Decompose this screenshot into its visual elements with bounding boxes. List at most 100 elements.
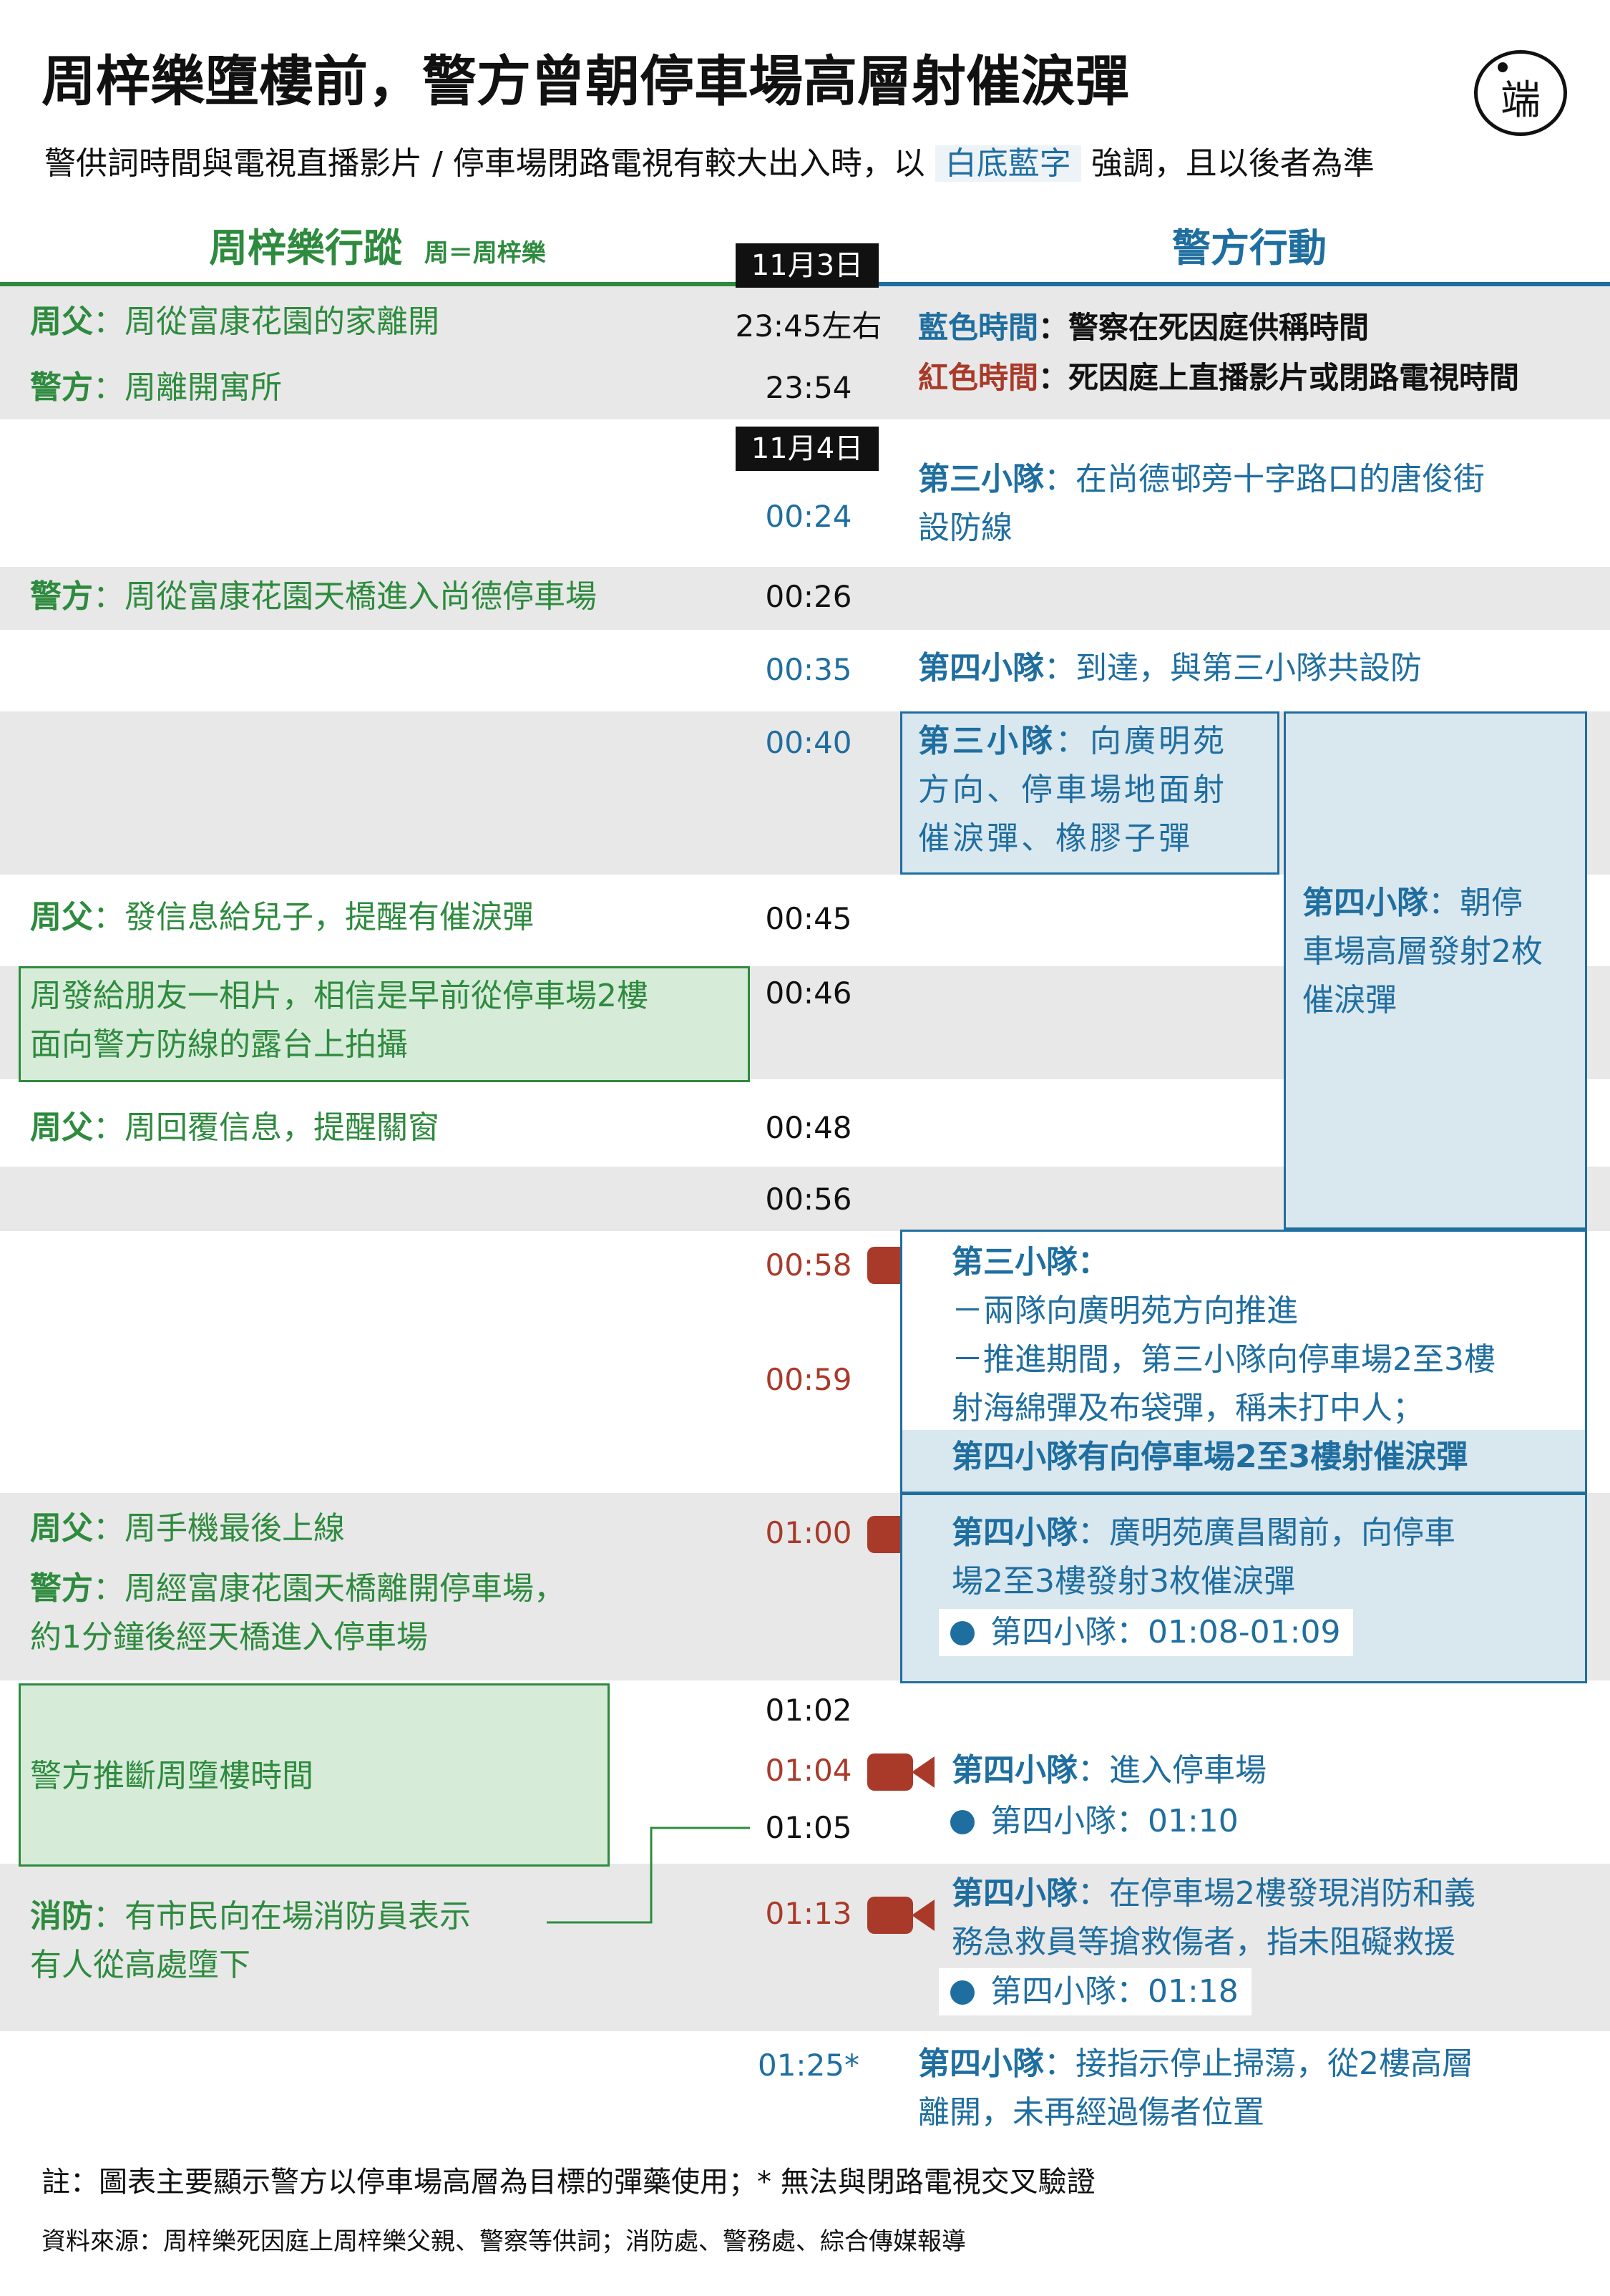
right-entry: 第四小隊：廣明苑廣昌閣前，向停車 場2至3樓發射3枚催淚彈 [952, 1509, 1455, 1606]
legend-red: 紅色時間：死因庭上直播影片或閉路電視時間 [918, 354, 1519, 397]
left-entry: 周父：周手機最後上線 [30, 1504, 345, 1553]
time-label: 00:45 [765, 901, 852, 936]
left-entry: 周父：周回覆信息，提醒關窗 [30, 1104, 439, 1152]
entry-text: 有人從高處墮下 [30, 1947, 250, 1983]
squad4-fire-box [1284, 711, 1587, 1230]
right-entry: 第四小隊：接指示停止掃蕩，從2樓高層 離開，未再經過傷者位置 [918, 2040, 1473, 2137]
entry-source: 第三小隊： [952, 1244, 1109, 1280]
right-entry: 第四小隊：到達，與第三小隊共設防 [918, 644, 1422, 693]
entry-text: 催淚彈 [1302, 982, 1397, 1018]
footnote: 註：圖表主要顯示警方以停車場高層為目標的彈藥使用；* 無法與閉路電視交叉驗證 [42, 2166, 1096, 2199]
time-label: 00:48 [765, 1110, 852, 1145]
left-entry: 周父：發信息給兒子，提醒有催淚彈 [30, 893, 534, 942]
left-title-note: 周＝周梓樂 [424, 239, 546, 268]
entry-text: ：周從富康花園的家離開 [93, 303, 439, 340]
right-entry: 第四小隊：朝停 車場高層發射2枚 催淚彈 [1302, 879, 1543, 1025]
time-label: 01:13 [765, 1896, 852, 1931]
entry-source: 周父 [30, 1109, 93, 1146]
entry-source: 第四小隊 [918, 650, 1044, 686]
connector-line [547, 1826, 750, 1924]
time-label: 00:35 [765, 652, 852, 687]
cctv-time-chip: 第四小隊：01:10 [939, 1798, 1252, 1845]
dot-icon [950, 1621, 975, 1645]
left-entry: 警方推斷周墮樓時間 [30, 1758, 313, 1794]
time-label: 01:25* [757, 2048, 860, 2083]
video-camera-icon [867, 1753, 935, 1791]
entry-text: ：有市民向在場消防員表示 [93, 1898, 471, 1935]
entry-text: 面向警方防線的露台上拍攝 [30, 1026, 408, 1063]
row-band [0, 1864, 1610, 2031]
entry-source: 警方 [30, 578, 93, 615]
entry-text: 場2至3樓發射3枚催淚彈 [952, 1563, 1295, 1600]
time-label: 00:26 [765, 579, 852, 614]
time-label: 01:05 [765, 1810, 852, 1845]
entry-text: ：接指示停止掃蕩，從2樓高層 [1044, 2046, 1473, 2082]
entry-source: 第四小隊 [918, 2046, 1044, 2082]
video-camera-icon [867, 1897, 935, 1934]
left-rule [0, 282, 737, 286]
entry-source: 警方 [30, 1570, 93, 1607]
left-title-text: 周梓樂行蹤 [209, 225, 402, 271]
entry-text: ：周從富康花園天橋進入尚德停車場 [93, 578, 597, 615]
subtitle-text-before: 警供詞時間與電視直播影片 / 停車場閉路電視有較大出入時，以 [44, 145, 925, 182]
legend-blue-label: 藍色時間 [918, 310, 1039, 345]
right-column-title: 警方行動 [1172, 225, 1327, 271]
entry-text: ：在尚德邨旁十字路口的唐俊街 [1044, 461, 1485, 497]
entry-text: ：朝停 [1428, 885, 1523, 921]
advance-highlight-band [902, 1430, 1585, 1492]
legend-blue: 藍色時間：警察在死因庭供稱時間 [918, 303, 1369, 347]
entry-text: ：周回覆信息，提醒關窗 [93, 1109, 439, 1146]
left-entry: 周發給朋友一相片，相信是早前從停車場2樓 面向警方防線的露台上拍攝 [30, 972, 648, 1069]
subtitle-highlight: 白底藍字 [935, 145, 1081, 182]
time-label: 01:00 [765, 1515, 852, 1550]
fall-time-box [19, 1683, 610, 1867]
time-label: 23:54 [765, 370, 852, 405]
right-rule [879, 282, 1610, 286]
entry-text: ：進入停車場 [1078, 1752, 1267, 1789]
entry-text: ：周手機最後上線 [93, 1510, 345, 1547]
entry-text: ：周離開寓所 [93, 369, 282, 406]
entry-source: 第三小隊 [918, 461, 1044, 497]
chip-text: 第四小隊：01:18 [990, 1973, 1239, 2010]
row-band [0, 567, 1610, 630]
entry-source: 第四小隊 [952, 1875, 1078, 1912]
entry-source: 周父 [30, 899, 93, 935]
legend-red-text: ：死因庭上直播影片或閉路電視時間 [1038, 360, 1520, 395]
right-entry: 第四小隊：進入停車場 [952, 1746, 1267, 1795]
subtitle: 警供詞時間與電視直播影片 / 停車場閉路電視有較大出入時，以 白底藍字 強調，且… [44, 137, 1375, 183]
logo-text: 端 [1501, 77, 1541, 124]
entry-text: 車場高層發射2枚 [1302, 933, 1543, 970]
time-label: 01:02 [765, 1693, 852, 1728]
entry-text: 設防線 [918, 510, 1013, 546]
time-label: 00:24 [765, 499, 852, 534]
entry-text: ：周經富康花園天橋離開停車場， [93, 1570, 565, 1607]
entry-source: 第四小隊 [952, 1752, 1078, 1789]
time-label: 01:04 [765, 1753, 852, 1788]
date-label: 11月4日 [736, 427, 879, 471]
time-label: 00:59 [765, 1362, 852, 1397]
entry-text: 射海綿彈及布袋彈，稱未打中人； [952, 1390, 1424, 1426]
legend-red-label: 紅色時間 [918, 360, 1039, 395]
entry-text: －兩隊向廣明苑方向推進 [952, 1293, 1298, 1329]
entry-source: 消防 [30, 1898, 93, 1935]
left-entry: 警方：周經富康花園天橋離開停車場， 約1分鐘後經天橋進入停車場 [30, 1565, 565, 1662]
entry-source: 警方 [30, 369, 93, 406]
entry-text: 催淚彈、橡膠子彈 [918, 820, 1193, 857]
chip-text: 第四小隊：01:08-01:09 [990, 1614, 1341, 1650]
left-column-title: 周梓樂行蹤 周＝周梓樂 [209, 216, 546, 273]
logo-dot [1498, 62, 1508, 72]
source-note: 資料來源：周梓樂死因庭上周梓樂父親、警察等供詞；消防處、警務處、綜合傳媒報導 [42, 2227, 966, 2256]
right-entry: 第三小隊：在尚德邨旁十字路口的唐俊街 設防線 [918, 455, 1591, 553]
entry-text: 第四小隊有向停車場2至3樓射催淚彈 [952, 1439, 1468, 1475]
entry-text: ：向廣明苑 [1055, 723, 1227, 759]
time-label: 00:40 [765, 725, 852, 760]
entry-source: 第四小隊 [952, 1514, 1078, 1551]
page-title: 周梓樂墮樓前，警方曾朝停車場高層射催淚彈 [42, 49, 1129, 113]
entry-text: 務急救員等搶救傷者，指未阻礙救援 [952, 1924, 1455, 1960]
cctv-time-chip: 第四小隊：01:18 [939, 1968, 1252, 2015]
dot-icon [950, 1810, 975, 1834]
entry-text: ：廣明苑廣昌閣前，向停車 [1078, 1514, 1455, 1551]
time-label: 00:58 [765, 1247, 852, 1283]
cctv-time-chip: 第四小隊：01:08-01:09 [939, 1609, 1354, 1656]
entry-text: ：在停車場2樓發現消防和義 [1078, 1875, 1475, 1912]
